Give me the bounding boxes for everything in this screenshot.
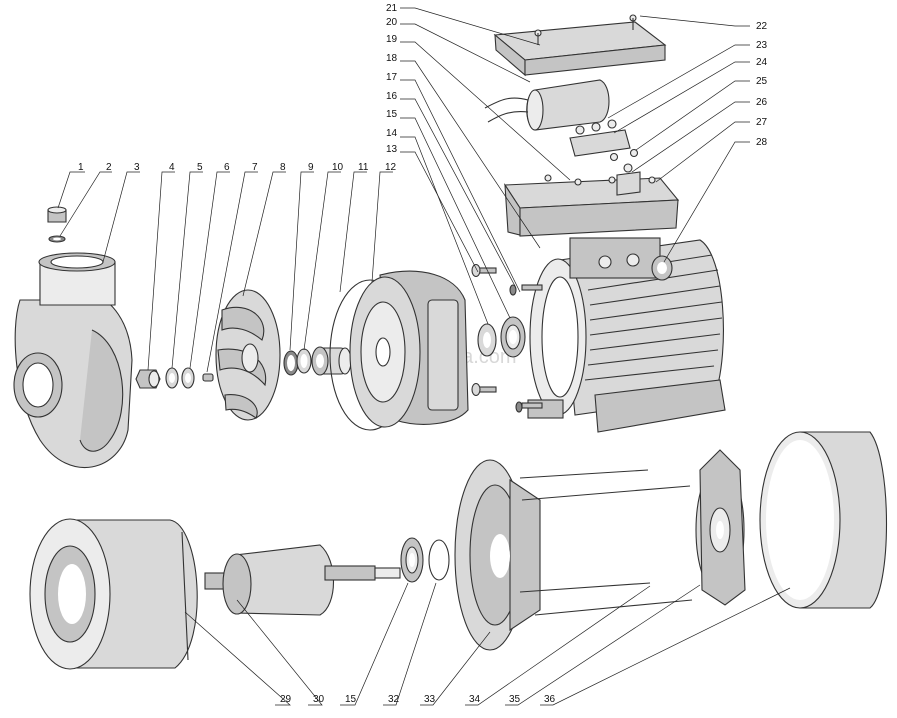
- small-washer-upper: [509, 284, 517, 296]
- callout-29: 29: [280, 694, 292, 705]
- front-bearing-seal: [477, 323, 497, 357]
- callout-15: 15: [386, 109, 398, 120]
- box-screws: [544, 174, 656, 186]
- callout-36: 36: [544, 694, 556, 705]
- callout-30: 30: [313, 694, 325, 705]
- callout-22: 22: [756, 21, 768, 32]
- callout-15-bottom: 15: [345, 694, 357, 705]
- callout-17: 17: [386, 72, 398, 83]
- terminal-block: [569, 119, 631, 157]
- motor-stud-upper: [521, 284, 543, 291]
- small-washer-lower: [515, 401, 523, 413]
- callout-18: 18: [386, 53, 398, 64]
- pump-cover-bracket: [349, 270, 469, 428]
- front-bearing: [500, 316, 526, 358]
- impeller-nut: [135, 369, 161, 389]
- cover-screws: [534, 14, 637, 45]
- motor-housing: [527, 239, 726, 433]
- callout-14: 14: [386, 128, 398, 139]
- callout-5: 5: [197, 162, 203, 173]
- rotor-shaft: [204, 544, 401, 616]
- callout-7: 7: [252, 162, 258, 173]
- bracket-screw-lower: [471, 382, 497, 397]
- leader-lines: [57, 7, 791, 706]
- callout-13: 13: [386, 144, 398, 155]
- plug-washer: [48, 235, 66, 243]
- callout-10: 10: [332, 162, 344, 173]
- cable-gland: [651, 255, 673, 281]
- stator: [29, 518, 198, 670]
- callout-16: 16: [386, 91, 398, 102]
- callout-32: 32: [388, 694, 400, 705]
- rear-bearing: [400, 537, 424, 583]
- fan-cover: [759, 431, 888, 609]
- callout-2: 2: [106, 162, 112, 173]
- callout-19: 19: [386, 34, 398, 45]
- callout-8: 8: [280, 162, 286, 173]
- callout-26: 26: [756, 97, 768, 108]
- callout-12: 12: [385, 162, 397, 173]
- rear-end-cover: [454, 459, 541, 651]
- impeller: [215, 289, 281, 421]
- flat-washer: [181, 367, 195, 389]
- seal-ring-small: [283, 350, 299, 376]
- drain-plug: [47, 206, 67, 223]
- motor-stud-lower: [521, 402, 543, 409]
- callout-3: 3: [134, 162, 140, 173]
- callout-24: 24: [756, 57, 768, 68]
- callout-labels: 1 2 3 4 5 6 7 8 9 10 11 12 13 14 15 16 1…: [78, 3, 768, 705]
- terminal-screws: [609, 148, 639, 162]
- cooling-fins: [584, 254, 723, 381]
- callout-6: 6: [224, 162, 230, 173]
- spring-washer: [165, 367, 179, 389]
- bearing-wave-washer: [428, 539, 450, 581]
- seal-washer: [296, 348, 312, 374]
- tie-rods: [519, 469, 693, 616]
- callout-25: 25: [756, 76, 768, 87]
- shaft-key: [202, 373, 214, 382]
- cable-clamp: [616, 163, 641, 196]
- callout-23: 23: [756, 40, 768, 51]
- callout-27: 27: [756, 117, 768, 128]
- callout-34: 34: [469, 694, 481, 705]
- callout-1: 1: [78, 162, 84, 173]
- capacitor: [484, 79, 610, 131]
- pump-casing: [13, 252, 133, 468]
- terminal-box-cover: [493, 21, 667, 77]
- terminal-box-base: [504, 177, 680, 279]
- callout-21: 21: [386, 3, 398, 14]
- callout-33: 33: [424, 694, 436, 705]
- callout-9: 9: [308, 162, 314, 173]
- callout-20: 20: [386, 17, 398, 28]
- mechanical-seal: [311, 346, 352, 376]
- callout-4: 4: [169, 162, 175, 173]
- callout-35: 35: [509, 694, 521, 705]
- callout-28: 28: [756, 137, 768, 148]
- bracket-screw-upper: [471, 263, 497, 278]
- callout-11: 11: [358, 162, 369, 173]
- cooling-fan: [695, 449, 746, 606]
